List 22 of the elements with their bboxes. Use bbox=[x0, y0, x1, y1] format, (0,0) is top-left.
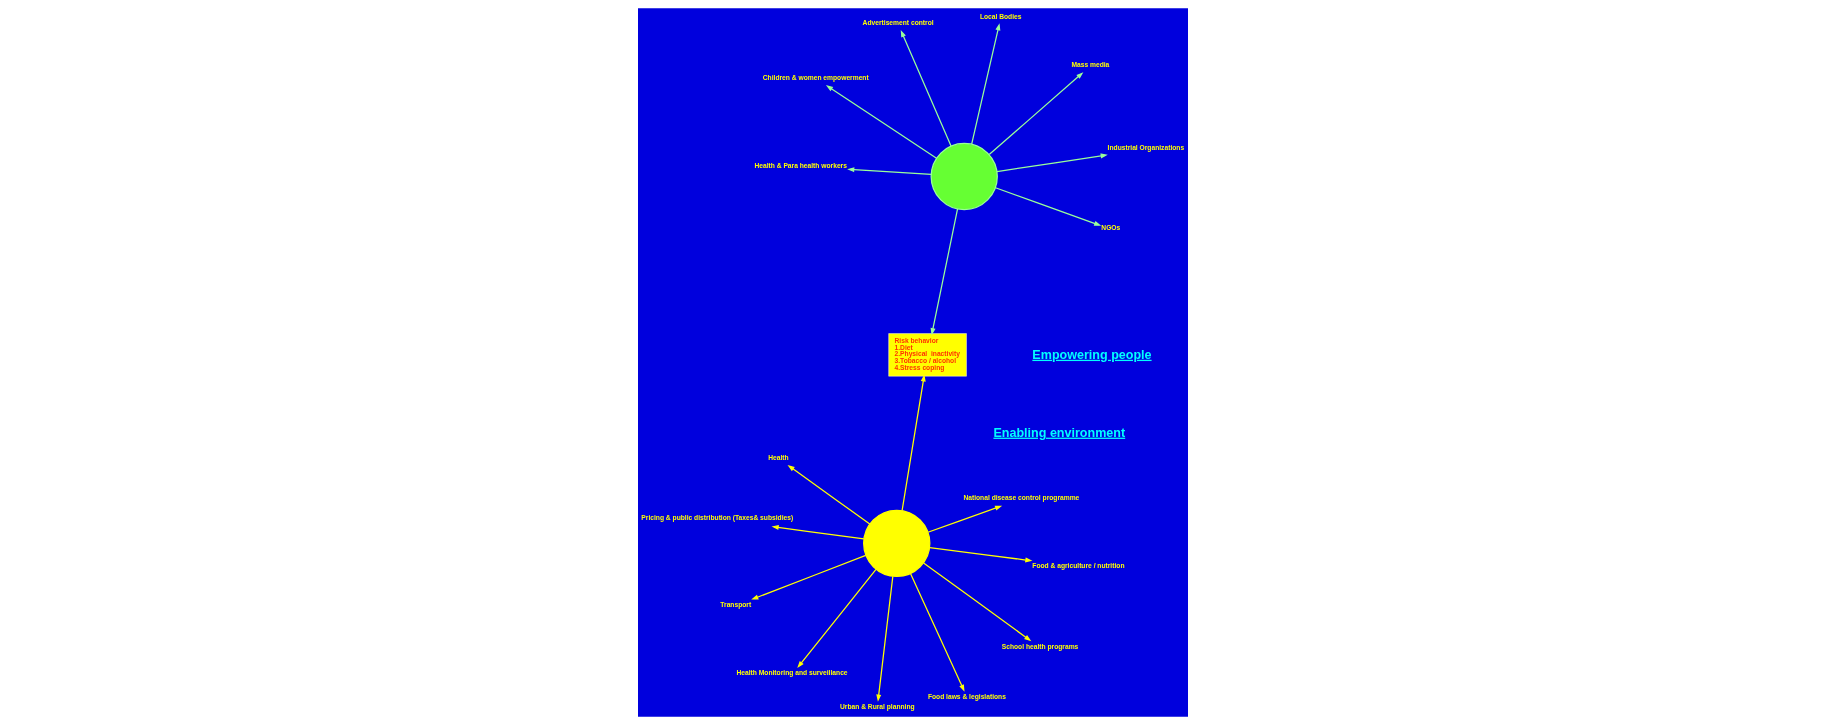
arrow bbox=[930, 208, 959, 336]
arrow bbox=[922, 562, 1032, 642]
arrow bbox=[900, 29, 952, 147]
arrow bbox=[901, 374, 926, 512]
arrow bbox=[751, 554, 867, 600]
arrow bbox=[929, 547, 1033, 563]
arrow bbox=[996, 153, 1108, 173]
arrow bbox=[825, 85, 938, 159]
arrow bbox=[971, 23, 1001, 145]
arrow bbox=[909, 572, 965, 692]
arrow bbox=[988, 72, 1084, 156]
arrow bbox=[876, 575, 894, 702]
arrow bbox=[771, 524, 865, 540]
arrow bbox=[994, 187, 1102, 226]
arrow bbox=[797, 568, 877, 669]
node-circle bbox=[863, 509, 931, 578]
label: Enabling environment bbox=[993, 425, 1126, 440]
arrow bbox=[847, 167, 932, 176]
node-circle bbox=[930, 142, 998, 211]
label: Empowering people bbox=[1032, 347, 1152, 362]
arrow bbox=[927, 505, 1003, 533]
arrow bbox=[787, 465, 871, 525]
